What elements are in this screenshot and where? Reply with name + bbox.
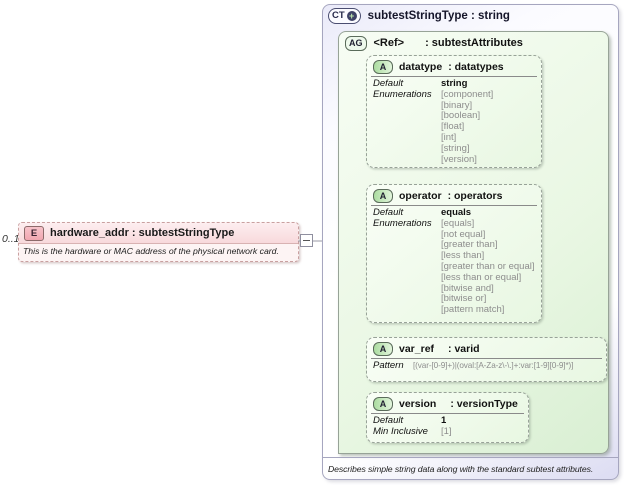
enum-value: [binary] [441, 99, 473, 111]
attribute-version[interactable]: A version : versionType Default 1 Min In… [366, 392, 529, 443]
facet-row-default: Default 1 [373, 415, 524, 427]
attribute-header: A version : versionType [371, 393, 524, 414]
attribute-badge: A [373, 341, 393, 356]
complextype-panel: CT + subtestStringType : string AG <Ref>… [322, 4, 619, 480]
attribute-group-ref: <Ref> [373, 37, 405, 49]
element-hardware-addr[interactable]: E hardware_addr : subtestStringType This… [18, 222, 299, 262]
facet-row-default: Default equals [373, 207, 537, 219]
attribute-header: A var_ref : varid [371, 338, 602, 359]
enum-value: [greater than or equal] [441, 260, 535, 272]
attribute-name: operator [399, 189, 442, 202]
facet-default-value: string [441, 78, 468, 89]
attribute-var-ref[interactable]: A var_ref : varid Pattern [(var-[0-9]+)|… [366, 337, 607, 382]
enum-value: [less than] [441, 250, 485, 262]
enum-value: [pattern match] [441, 304, 505, 316]
attribute-name: version [399, 397, 437, 410]
facet-label: Enumerations [373, 88, 432, 100]
facet-row-enumerations: Enumerations [equals] [not equal] [great… [373, 217, 537, 316]
facet-row-min-inclusive: Min Inclusive [1] [373, 425, 524, 438]
facet-label: Enumerations [373, 217, 432, 229]
attribute-header: A operator : operators [371, 185, 537, 206]
attribute-facets: Default 1 Min Inclusive [1] [367, 414, 528, 440]
attribute-badge: A [373, 188, 393, 203]
facet-default-value: 1 [441, 415, 447, 426]
facet-row-enumerations: Enumerations [component] [binary] [boole… [373, 88, 537, 166]
facet-min-value: [1] [441, 425, 452, 437]
minus-icon [303, 240, 310, 241]
facet-row-default: Default string [373, 78, 537, 90]
cardinality-label: 0..1 [2, 233, 20, 245]
attribute-badge: A [373, 396, 393, 411]
attribute-type: : operators [447, 189, 503, 202]
complextype-header[interactable]: CT + subtestStringType : string [323, 5, 618, 26]
facet-label: Default [373, 207, 404, 218]
element-badge: E [24, 225, 44, 241]
enum-list: [component] [binary] [boolean] [float] [… [441, 88, 537, 166]
attribute-datatype[interactable]: A datatype : datatypes Default string En… [366, 55, 542, 168]
enum-value: [bitwise or] [441, 293, 487, 305]
element-header: E hardware_addr : subtestStringType [19, 223, 298, 244]
facet-default-value: equals [441, 207, 472, 218]
enum-list: [equals] [not equal] [greater than] [les… [441, 217, 537, 316]
enum-value: [bitwise and] [441, 282, 494, 294]
attribute-group-box[interactable]: AG <Ref> : subtestAttributes A datatype … [338, 31, 609, 454]
attribute-type: : versionType [450, 397, 518, 410]
element-title: hardware_addr : subtestStringType [50, 227, 235, 239]
facet-pattern-value: [(var-[0-9]+)|(oval:[A-Za-z\-\.]+:var:[1… [413, 361, 574, 370]
enum-value: [string] [441, 142, 470, 154]
complextype-title: subtestStringType : string [367, 9, 510, 22]
enum-value: [less than or equal] [441, 271, 522, 283]
attribute-facets: Default equals Enumerations [equals] [no… [367, 206, 541, 318]
attribute-group-type: : subtestAttributes [425, 37, 523, 49]
attribute-group-header: AG <Ref> : subtestAttributes [339, 32, 608, 54]
complextype-badge: CT + [328, 7, 361, 24]
enum-value: [float] [441, 121, 465, 133]
facet-label: Default [373, 78, 404, 89]
enum-value: [version] [441, 153, 477, 165]
attribute-group-badge: AG [345, 35, 367, 51]
facet-label: Pattern [373, 360, 404, 371]
complextype-badge-label: CT [332, 10, 345, 21]
facet-label: Min Inclusive [373, 425, 428, 437]
attribute-type: : datatypes [448, 60, 504, 73]
element-description: This is the hardware or MAC address of t… [23, 246, 279, 256]
annotation-footer: Describes simple string data along with … [323, 457, 618, 479]
attribute-operator[interactable]: A operator : operators Default equals En… [366, 184, 542, 323]
attribute-type: : varid [448, 342, 480, 355]
attribute-name: datatype [399, 60, 443, 73]
attribute-badge: A [373, 59, 393, 74]
attribute-facets: Default string Enumerations [component] … [367, 77, 541, 167]
facet-row-pattern: Pattern [(var-[0-9]+)|(oval:[A-Za-z\-\.]… [373, 360, 602, 372]
facet-label: Default [373, 415, 404, 426]
collapse-toggle[interactable] [300, 234, 313, 247]
attribute-name: var_ref [399, 342, 435, 355]
enum-value: [int] [441, 131, 457, 143]
enum-value: [not equal] [441, 228, 486, 240]
annotation-text: Describes simple string data along with … [328, 463, 594, 474]
enum-value: [equals] [441, 217, 475, 229]
attribute-facets: Pattern [(var-[0-9]+)|(oval:[A-Za-z\-\.]… [367, 359, 606, 374]
enum-value: [greater than] [441, 239, 498, 251]
enum-value: [boolean] [441, 110, 481, 122]
enum-value: [component] [441, 88, 494, 100]
attribute-header: A datatype : datatypes [371, 56, 537, 77]
plus-icon: + [346, 10, 357, 21]
